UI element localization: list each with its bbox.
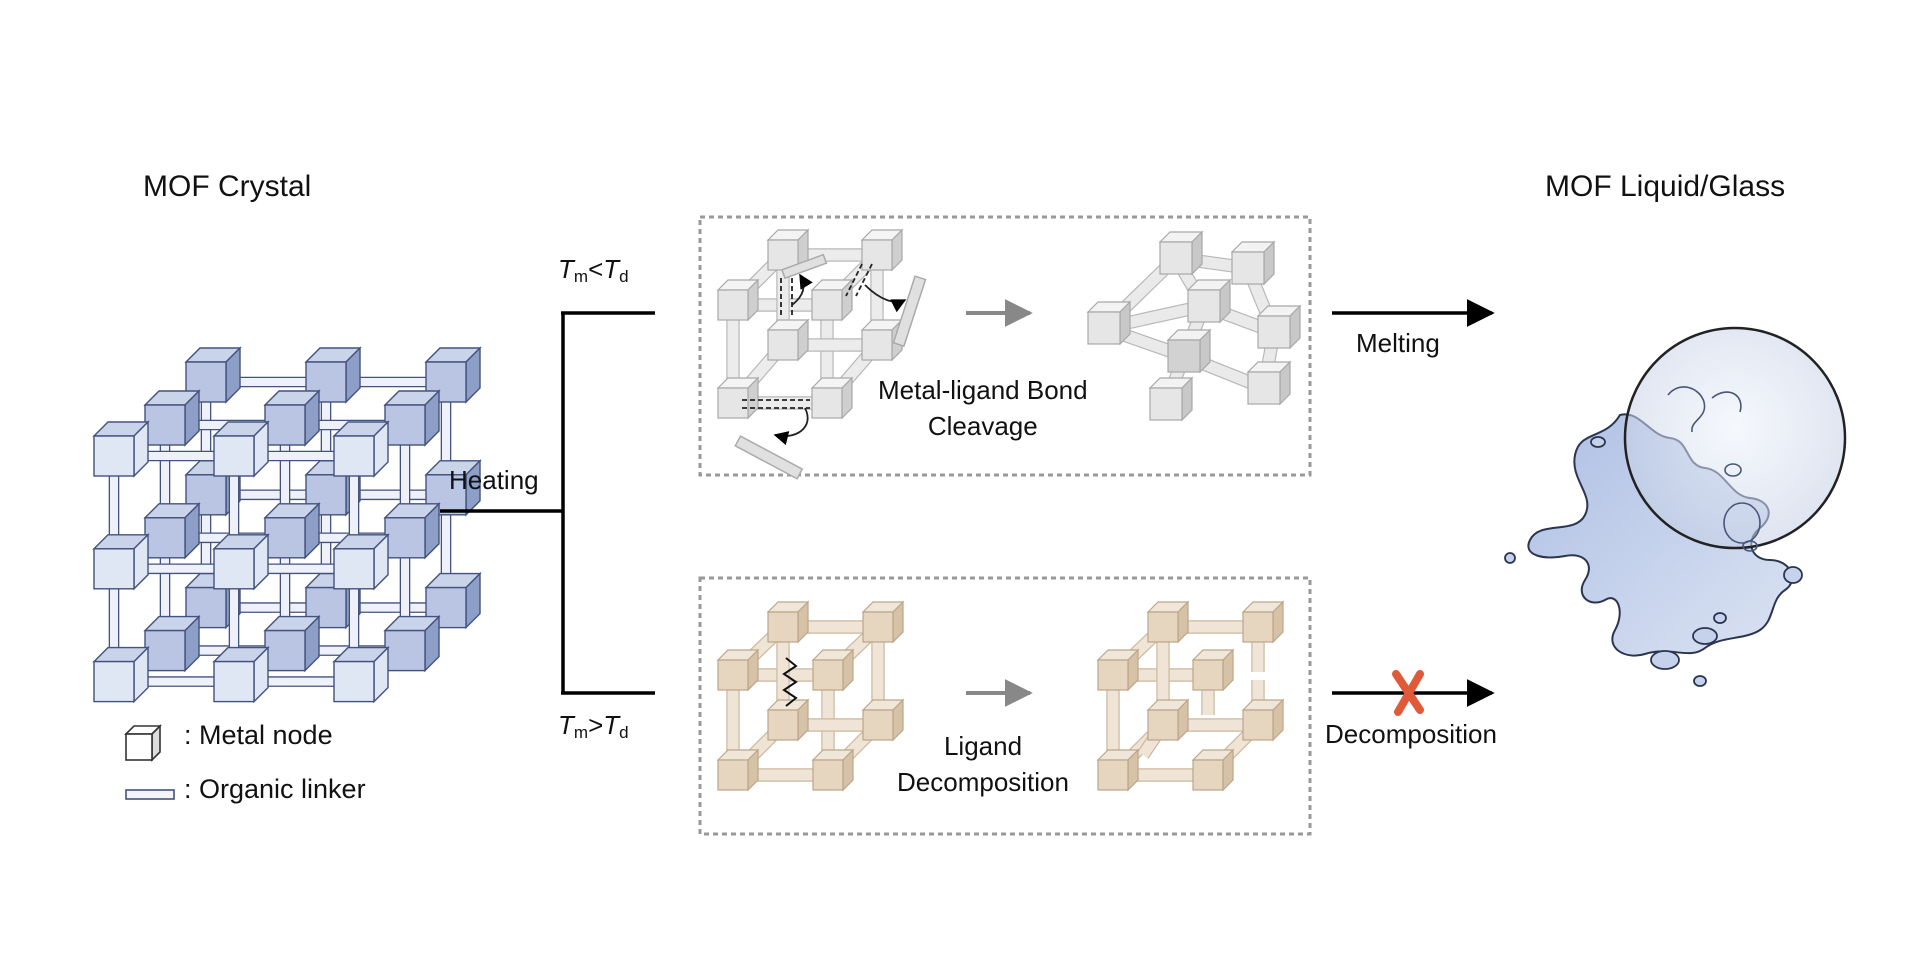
metal-node bbox=[212, 645, 270, 704]
mof-liquid-glass-title: MOF Liquid/Glass bbox=[1545, 170, 1786, 203]
bond-cleavage-label: Metal-ligand Bond Cleavage bbox=[878, 375, 1088, 441]
metal-node bbox=[766, 698, 810, 742]
metal-node bbox=[1166, 328, 1212, 374]
metal-node bbox=[811, 748, 855, 792]
metal-node bbox=[1146, 600, 1190, 644]
metal-node bbox=[1246, 360, 1292, 406]
metal-node bbox=[1256, 304, 1302, 350]
condition-melt-above-decomp: Tm>Td bbox=[558, 710, 629, 742]
metal-node bbox=[1096, 648, 1140, 692]
legend-organic-linker-icon bbox=[125, 789, 175, 800]
disordered-network bbox=[1086, 230, 1302, 422]
metal-node bbox=[811, 648, 855, 692]
metal-node bbox=[212, 533, 270, 591]
metal-node bbox=[263, 502, 321, 560]
cleavage-dashed-bonds bbox=[742, 263, 873, 409]
metal-node bbox=[1186, 278, 1232, 324]
metal-node bbox=[424, 571, 482, 630]
glass-bubble bbox=[1623, 326, 1847, 550]
framework-before-cleavage bbox=[716, 228, 904, 420]
metal-node bbox=[1086, 300, 1132, 346]
metal-node bbox=[1241, 698, 1285, 742]
condition-melt-below-decomp: Tm<Td bbox=[558, 254, 629, 286]
melting-label: Melting bbox=[1356, 328, 1440, 358]
metal-node bbox=[143, 389, 201, 447]
metal-node bbox=[1096, 748, 1140, 792]
metal-node bbox=[143, 614, 201, 673]
metal-node bbox=[424, 346, 482, 404]
metal-node bbox=[92, 645, 150, 704]
metal-node bbox=[383, 389, 441, 447]
legend-metal-node-label: : Metal node bbox=[184, 720, 333, 750]
metal-node bbox=[263, 614, 321, 673]
heating-label: Heating bbox=[449, 465, 539, 495]
metal-node bbox=[766, 228, 810, 272]
heating-branch bbox=[440, 311, 655, 695]
metal-node bbox=[716, 376, 760, 420]
cleavage-curved-arrows bbox=[773, 273, 907, 446]
metal-node bbox=[861, 600, 905, 644]
metal-node bbox=[92, 533, 150, 591]
legend-metal-node-icon bbox=[124, 724, 162, 762]
detached-linkers bbox=[734, 253, 927, 480]
metal-node bbox=[383, 614, 441, 673]
metal-node bbox=[860, 228, 904, 272]
metal-node bbox=[212, 420, 270, 478]
framework-before-decomposition bbox=[716, 600, 905, 792]
broken-linker-zigzag bbox=[782, 657, 798, 707]
metal-node bbox=[1146, 698, 1190, 742]
metal-node bbox=[1230, 240, 1276, 286]
metal-node bbox=[861, 698, 905, 742]
decomposition-label: Decomposition bbox=[1325, 719, 1497, 749]
metal-node bbox=[263, 389, 321, 447]
metal-node bbox=[810, 376, 854, 420]
metal-node bbox=[332, 420, 390, 478]
metal-node bbox=[143, 502, 201, 560]
metal-node bbox=[1241, 600, 1285, 644]
ligand-decomposition-panel bbox=[698, 576, 1312, 836]
legend-organic-linker-label: : Organic linker bbox=[184, 774, 366, 804]
metal-node bbox=[716, 278, 760, 322]
mof-crystal-lattice bbox=[92, 346, 482, 704]
metal-node bbox=[332, 645, 390, 704]
metal-node bbox=[716, 748, 760, 792]
metal-node bbox=[1191, 648, 1235, 692]
ligand-decomposition-label: Ligand Decomposition bbox=[897, 731, 1069, 797]
metal-node bbox=[332, 533, 390, 591]
blocked-cross-mark bbox=[1392, 670, 1424, 716]
mof-crystal-title: MOF Crystal bbox=[143, 170, 312, 203]
metal-node bbox=[1191, 748, 1235, 792]
bond-cleavage-panel bbox=[698, 215, 1312, 477]
metal-node bbox=[304, 346, 362, 404]
framework-after-decomposition bbox=[1096, 600, 1285, 792]
metal-node bbox=[1148, 376, 1194, 422]
metal-node bbox=[766, 600, 810, 644]
metal-node bbox=[92, 420, 150, 478]
metal-node bbox=[766, 318, 810, 362]
metal-node bbox=[424, 459, 482, 517]
mof-liquid-glass-illustration bbox=[1504, 326, 1847, 687]
metal-node bbox=[383, 502, 441, 560]
metal-node bbox=[1158, 230, 1204, 276]
metal-node bbox=[716, 648, 760, 692]
metal-node bbox=[860, 318, 904, 362]
metal-node bbox=[810, 278, 854, 322]
